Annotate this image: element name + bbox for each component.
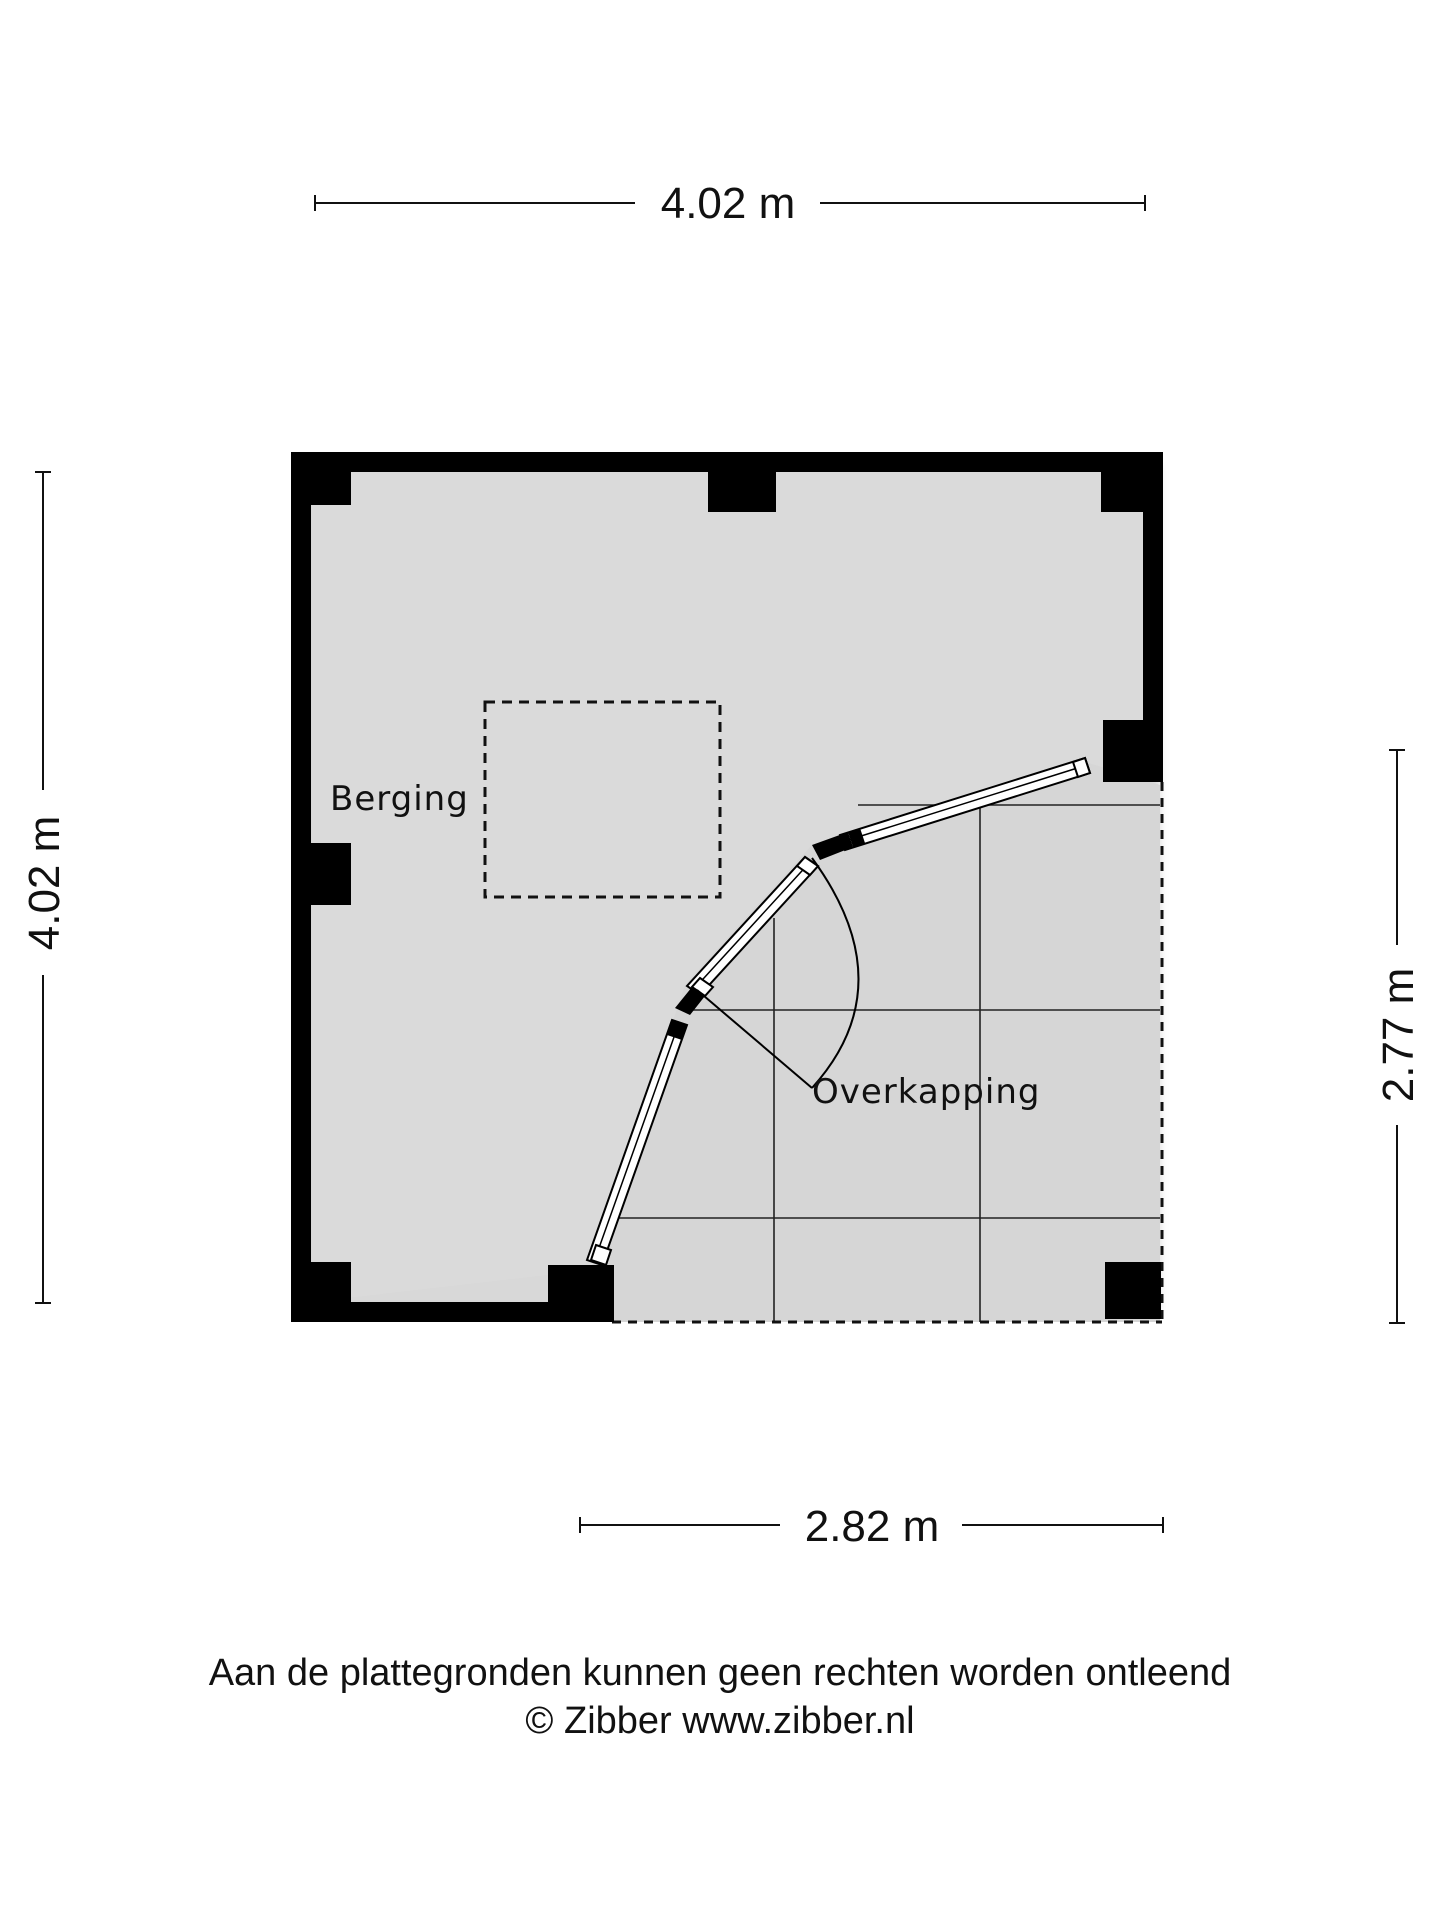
room-label-canopy: Overkapping bbox=[812, 1072, 1040, 1112]
column-top-left bbox=[311, 472, 351, 505]
floor-area bbox=[300, 465, 1160, 1322]
canopy-grid bbox=[612, 804, 1160, 1322]
storage-hatch bbox=[483, 700, 722, 899]
column-bottom-door bbox=[548, 1265, 614, 1322]
dimension-top-label: 4.02 m bbox=[661, 179, 796, 228]
walls bbox=[291, 452, 1163, 1322]
columns bbox=[311, 472, 1163, 1322]
dimension-bottom: 2.82 m bbox=[579, 1502, 1164, 1551]
disclaimer-text: Aan de plattegronden kunnen geen rechten… bbox=[208, 1652, 1232, 1694]
glass-segment-middle bbox=[675, 855, 820, 1015]
canopy-outline bbox=[612, 782, 1164, 1324]
dimension-top: 4.02 m bbox=[314, 179, 1146, 228]
column-right-door bbox=[1103, 720, 1163, 782]
dimension-left: 4.02 m bbox=[20, 471, 69, 1304]
door-swing bbox=[696, 857, 860, 1089]
dimension-right-label: 2.77 m bbox=[1374, 968, 1423, 1103]
dimension-left-label: 4.02 m bbox=[20, 816, 69, 951]
copyright-text: © Zibber www.zibber.nl bbox=[525, 1700, 915, 1742]
column-left-middle bbox=[311, 843, 351, 905]
glass-wall bbox=[585, 756, 1092, 1267]
room-label-storage: Berging bbox=[330, 779, 469, 819]
canopy-floor bbox=[590, 762, 1160, 1322]
dimension-bottom-label: 2.82 m bbox=[805, 1502, 940, 1551]
column-bottom-right bbox=[1105, 1262, 1161, 1319]
glass-segment-upper bbox=[812, 756, 1092, 860]
column-top-right bbox=[1101, 472, 1143, 512]
column-bottom-left bbox=[311, 1262, 351, 1302]
storage-floor bbox=[312, 470, 1147, 1302]
glass-segment-lower bbox=[585, 1018, 689, 1267]
column-top-middle bbox=[708, 472, 776, 512]
dimension-right: 2.77 m bbox=[1374, 749, 1423, 1324]
